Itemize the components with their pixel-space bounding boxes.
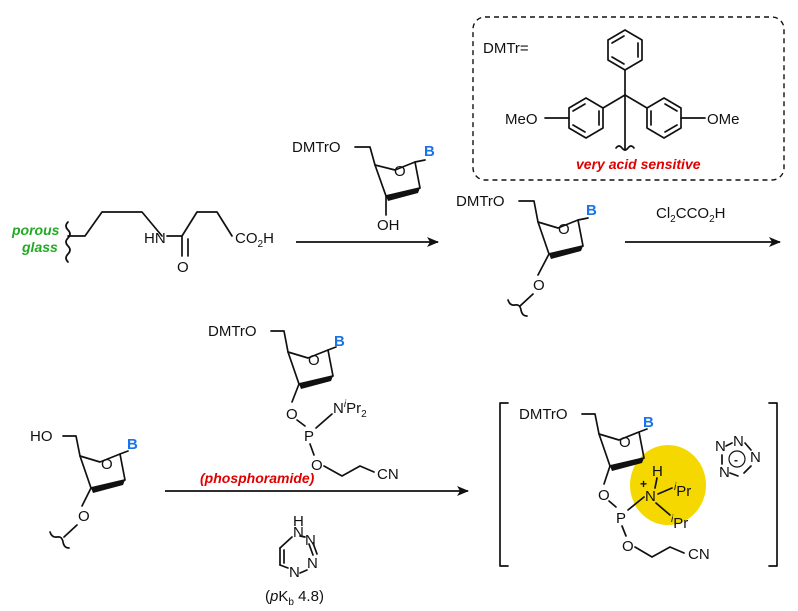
three-prime-oxygen: O — [533, 277, 545, 294]
left-bracket — [499, 402, 509, 567]
dmtro-label: DMTrO — [519, 406, 568, 423]
dmtro-label: DMTrO — [292, 139, 341, 156]
protonated-amine-highlight — [630, 445, 706, 525]
base-label: B — [334, 333, 345, 350]
base-label: B — [643, 414, 654, 431]
amide-nh: HN — [144, 230, 166, 247]
cpg-support: porous glass HN O CO2H — [11, 211, 274, 276]
ammonium-n: N — [645, 488, 656, 505]
nitrile: CN — [377, 466, 399, 483]
right-bracket — [768, 402, 778, 567]
three-prime-oxygen: O — [598, 487, 610, 504]
supported-nucleoside: DMTrO O B O — [456, 193, 597, 317]
dmtr-label: DMTr= — [483, 40, 529, 57]
linker-chain — [67, 211, 163, 237]
three-prime-oxygen: O — [78, 508, 90, 525]
isopropyl-2: iPr — [671, 514, 688, 532]
base-label: B — [586, 202, 597, 219]
detritylated-nucleoside: HO O B O — [30, 428, 138, 549]
tetrazole-n2: N — [305, 532, 316, 549]
deprotection-reagent: Cl2CCO2H — [656, 205, 725, 225]
dmtro-label: DMTrO — [208, 323, 257, 340]
ring-oxygen: O — [558, 221, 570, 238]
ammonium-h: H — [652, 463, 663, 480]
tetrazole-nh-h: H — [293, 513, 304, 530]
tetrazole-n3: N — [307, 555, 318, 572]
pkb-label: (pKb 4.8) — [265, 588, 324, 608]
positive-charge: + — [640, 477, 647, 491]
tetrazolide-anion: N N N N - — [715, 433, 761, 481]
nitrile: CN — [688, 546, 710, 563]
anion-charge: - — [734, 453, 738, 467]
activated-intermediate: DMTrO O B O P H + N iPr iPr O CN N N N N — [499, 402, 778, 567]
ring-oxygen: O — [101, 456, 113, 473]
dmtr-definition-box: DMTr= MeO OMe ver — [472, 16, 785, 181]
ring-oxygen: O — [308, 352, 320, 369]
hydroxyl-label: HO — [30, 428, 53, 445]
acid-sensitive-note: very acid sensitive — [576, 156, 701, 172]
base-label: B — [127, 436, 138, 453]
anion-n-left: N — [715, 438, 726, 455]
trityl-structure — [544, 29, 706, 151]
isopropyl-1: iPr — [674, 482, 691, 500]
anion-n-top: N — [733, 433, 744, 450]
phosphorus: P — [304, 428, 314, 445]
tetrazole-n4: N — [289, 564, 300, 581]
anion-n-right: N — [750, 449, 761, 466]
left-methoxy: MeO — [505, 111, 538, 128]
ester-oxygen: O — [311, 457, 323, 474]
support-label-glass: glass — [21, 239, 58, 255]
dashed-frame — [472, 16, 785, 181]
dmtro-label: DMTrO — [456, 193, 505, 210]
phosphorus: P — [616, 510, 626, 527]
three-prime-oxygen: O — [286, 406, 298, 423]
nucleoside-reagent: DMTrO O B OH — [292, 139, 435, 234]
tetrazole-activator: H N N N N (pKb 4.8) — [265, 513, 324, 608]
carboxylic-acid: CO2H — [235, 230, 274, 250]
ring-oxygen: O — [619, 434, 631, 451]
phosphoramidite-reagent: DMTrO O B O P NiPr2 O CN — [208, 323, 399, 483]
anion-n-bottom: N — [719, 464, 730, 481]
phosphoramide-label: (phosphoramide) — [200, 470, 315, 486]
tetrazole-n1: N — [293, 524, 304, 541]
attachment-squiggle — [65, 221, 71, 263]
hydroxyl: OH — [377, 217, 400, 234]
base-label: B — [424, 143, 435, 160]
ester-oxygen: O — [622, 538, 634, 555]
right-methoxy: OMe — [707, 111, 740, 128]
support-label-porous: porous — [11, 222, 60, 238]
amide-oxygen: O — [177, 259, 189, 276]
diisopropylamino: NiPr2 — [333, 399, 367, 420]
ring-oxygen: O — [394, 163, 406, 180]
